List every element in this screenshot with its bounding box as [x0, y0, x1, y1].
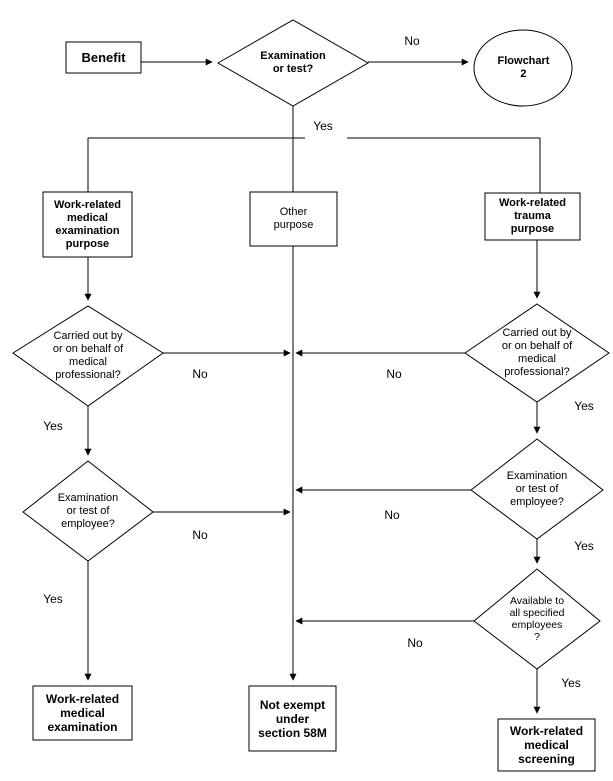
exam-employee-right-label: Examination or test of employee?	[506, 469, 568, 508]
node-result-right	[497, 718, 596, 772]
node-exam-employee-left-diamond	[22, 460, 154, 562]
node-carried-out-left-diamond	[12, 305, 164, 407]
node-carried-out-right-diamond	[464, 303, 610, 403]
result-center-label: Not exempt under section 58M	[258, 697, 327, 740]
node-exam-employee-right-diamond	[470, 438, 604, 540]
edge-label-no-left2: No	[190, 528, 210, 542]
edge-label-yes-left1: Yes	[41, 419, 65, 433]
edge-label-no-top: No	[402, 34, 422, 48]
carried-out-left-label: Carried out by or on behalf of medical p…	[52, 330, 124, 381]
edge-label-yes-right1: Yes	[572, 399, 596, 413]
edge-label-yes-right2: Yes	[572, 539, 596, 553]
node-exam-or-test-diamond	[216, 19, 370, 107]
node-purpose-center	[249, 191, 338, 247]
edge-label-no-right2: No	[382, 508, 402, 522]
result-right-label: Work-related medical screening	[509, 724, 584, 766]
available-all-label: Available to all specified employees ?	[509, 595, 565, 643]
result-left-label: Work-related medical examination	[45, 692, 120, 734]
carried-out-right-label: Carried out by or on behalf of medical p…	[501, 327, 573, 378]
edge-label-no-left1: No	[190, 367, 210, 381]
purpose-right-label: Work-related trauma purpose	[498, 197, 567, 235]
edge-label-yes-left2: Yes	[41, 592, 65, 606]
exam-employee-left-label: Examination or test of employee?	[57, 491, 119, 530]
edge-label-yes-right3: Yes	[559, 676, 583, 690]
purpose-center-label: Other purpose	[273, 206, 314, 231]
edge-label-no-right3: No	[405, 636, 425, 650]
benefit-label: Benefit	[81, 50, 126, 65]
node-purpose-left	[42, 191, 133, 258]
node-purpose-right	[484, 192, 581, 241]
flowchart2-label: Flowchart 2	[497, 55, 550, 80]
node-flowchart2-ellipse	[473, 29, 573, 107]
node-available-all-diamond	[473, 568, 601, 670]
node-benefit	[65, 41, 142, 74]
exam-or-test-label: Examination or test?	[260, 50, 326, 75]
node-result-left	[32, 685, 133, 741]
edge-label-yes-top: Yes	[311, 119, 335, 133]
purpose-left-label: Work-related medical examination purpose	[53, 198, 122, 250]
edge-label-no-right1: No	[384, 367, 404, 381]
node-result-center	[248, 685, 337, 752]
